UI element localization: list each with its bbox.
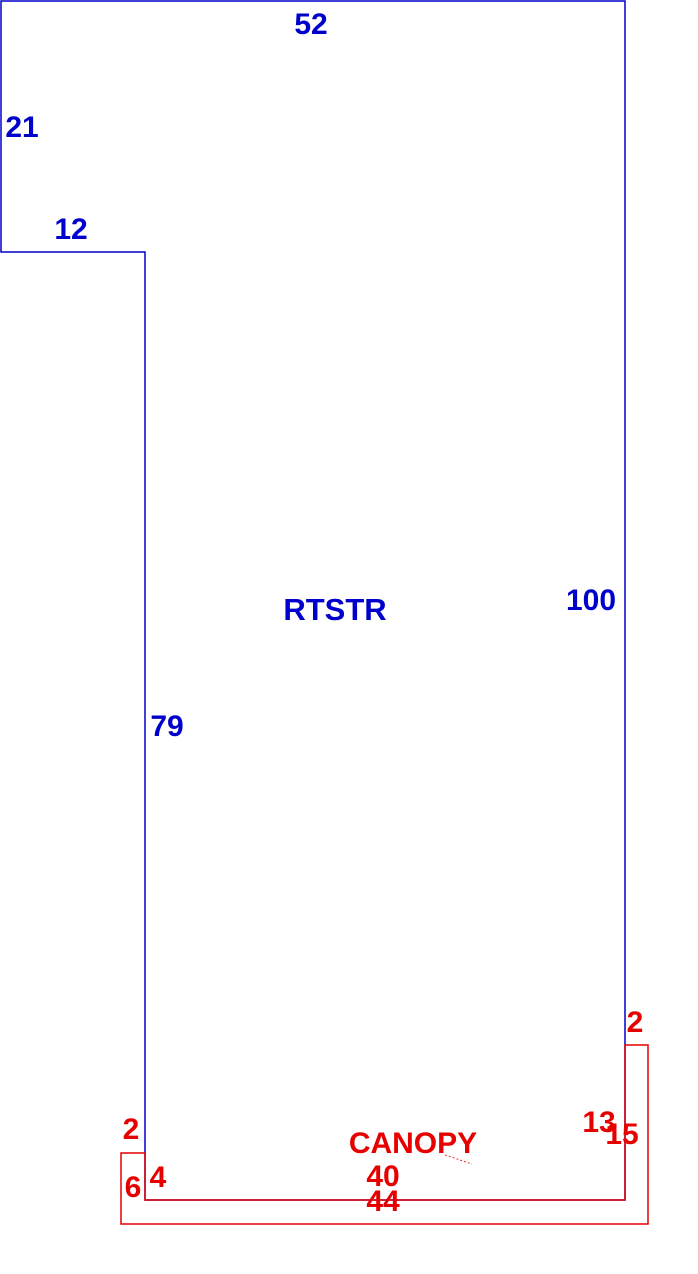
canopy-name: CANOPY: [349, 1127, 477, 1160]
structure-dim-left-upper: 21: [5, 111, 38, 144]
structure-dim-left-lower: 79: [150, 710, 183, 743]
structure-dim-top: 52: [294, 8, 327, 41]
canopy-dim-right-inner: 13: [582, 1106, 615, 1139]
canopy-dim-left-inner: 4: [150, 1161, 167, 1194]
canopy-dim-inner-bottom: 40: [366, 1160, 399, 1193]
structure-dim-step: 12: [54, 213, 87, 246]
canopy-dim-right-outer: 15: [605, 1118, 638, 1151]
canopy-leader-line: [444, 1154, 473, 1165]
canopy-dim-outer-bottom: 44: [366, 1185, 400, 1218]
canopy-dim-right-top: 2: [627, 1006, 644, 1039]
canopy-dim-left-side: 6: [125, 1171, 142, 1204]
structure-dim-right: 100: [566, 584, 616, 617]
canopy-dim-left-top: 2: [123, 1113, 140, 1146]
structure-name: RTSTR: [283, 592, 386, 627]
canopy-outline: [120, 1044, 649, 1225]
